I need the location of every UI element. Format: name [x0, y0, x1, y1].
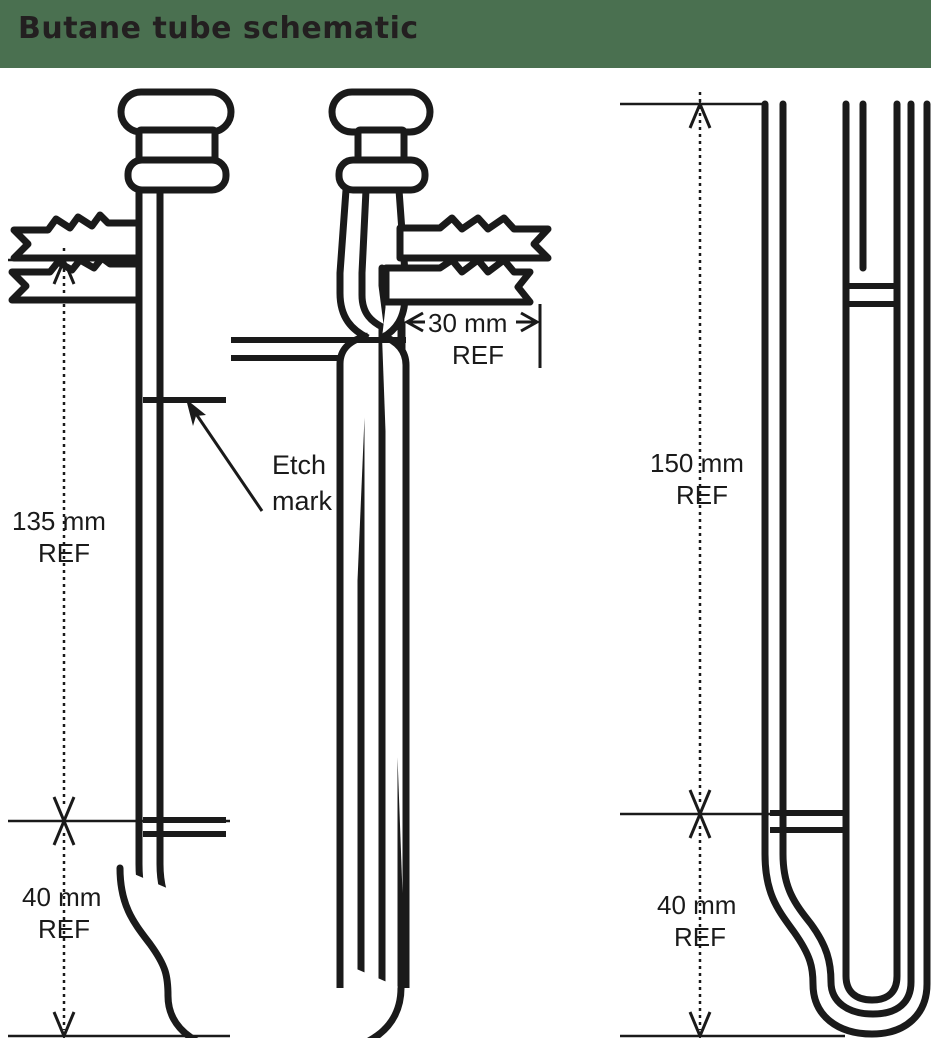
etch-mark-arrowhead — [186, 399, 206, 426]
etch-mark-leader-line — [188, 404, 264, 512]
etch-mark-label-line2: mark — [272, 486, 332, 516]
dimension-150mm: 150 mm REF — [620, 92, 848, 818]
dimension-30mm: 30 mm REF — [402, 304, 542, 370]
dim40R-ref: REF — [674, 922, 726, 952]
right-assembly — [761, 100, 931, 1038]
dim40R-arrow-top — [688, 810, 712, 839]
dimension-135mm: 135 mm REF — [8, 248, 230, 825]
left-barbed-fitting-lower — [8, 254, 143, 304]
dim135-ref: REF — [38, 538, 90, 568]
dim150-value: 150 mm — [650, 448, 744, 478]
dim40R-arrow-bottom — [688, 1011, 712, 1038]
left-assembly-bend-outer — [116, 864, 405, 1038]
dim30-arrow-right — [520, 311, 541, 333]
dim40L-arrow-top — [52, 817, 76, 846]
dim135-value: 135 mm — [12, 506, 106, 536]
right-neck-inner-left — [358, 189, 386, 332]
right-cap-knob — [328, 88, 434, 136]
right-barbed-fitting-upper — [396, 214, 552, 262]
etch-mark-label-line1: Etch — [272, 450, 326, 480]
right-stopper-cap — [328, 88, 434, 194]
right-barbed-fitting-lower — [382, 256, 534, 306]
dimension-40mm-left: 40 mm REF — [8, 817, 230, 1038]
drawing-area: Etch mark 30 mm REF 135 m — [0, 68, 931, 1038]
right-neck-right-wall — [380, 189, 409, 342]
dim40L-ref: REF — [38, 914, 90, 944]
page-title: Butane tube schematic — [18, 11, 419, 46]
dim40L-value: 40 mm — [22, 882, 101, 912]
dim30-value: 30 mm — [428, 308, 507, 338]
dim150-ref: REF — [676, 480, 728, 510]
dim40L-arrow-bottom — [52, 1011, 76, 1038]
header-band: Butane tube schematic — [0, 0, 931, 68]
dim30-ref: REF — [452, 340, 504, 370]
left-cap-knob — [117, 88, 235, 136]
left-collar — [124, 156, 230, 194]
dim40R-value: 40 mm — [657, 890, 736, 920]
left-barbed-fitting-upper — [10, 186, 143, 262]
left-assembly: Etch mark — [8, 88, 552, 1038]
butane-tube-schematic-svg: Etch mark 30 mm REF 135 m — [8, 88, 931, 1038]
dim135-arrow-top — [52, 256, 76, 285]
dim150-arrow-top — [688, 100, 712, 129]
right-tube-inner-leg — [842, 100, 901, 1004]
left-stopper-cap — [117, 88, 235, 194]
dimension-40mm-right: 40 mm REF — [620, 810, 845, 1038]
etch-mark-leader — [186, 399, 264, 512]
dim30-arrow-left — [403, 311, 424, 333]
right-collar — [335, 156, 429, 194]
